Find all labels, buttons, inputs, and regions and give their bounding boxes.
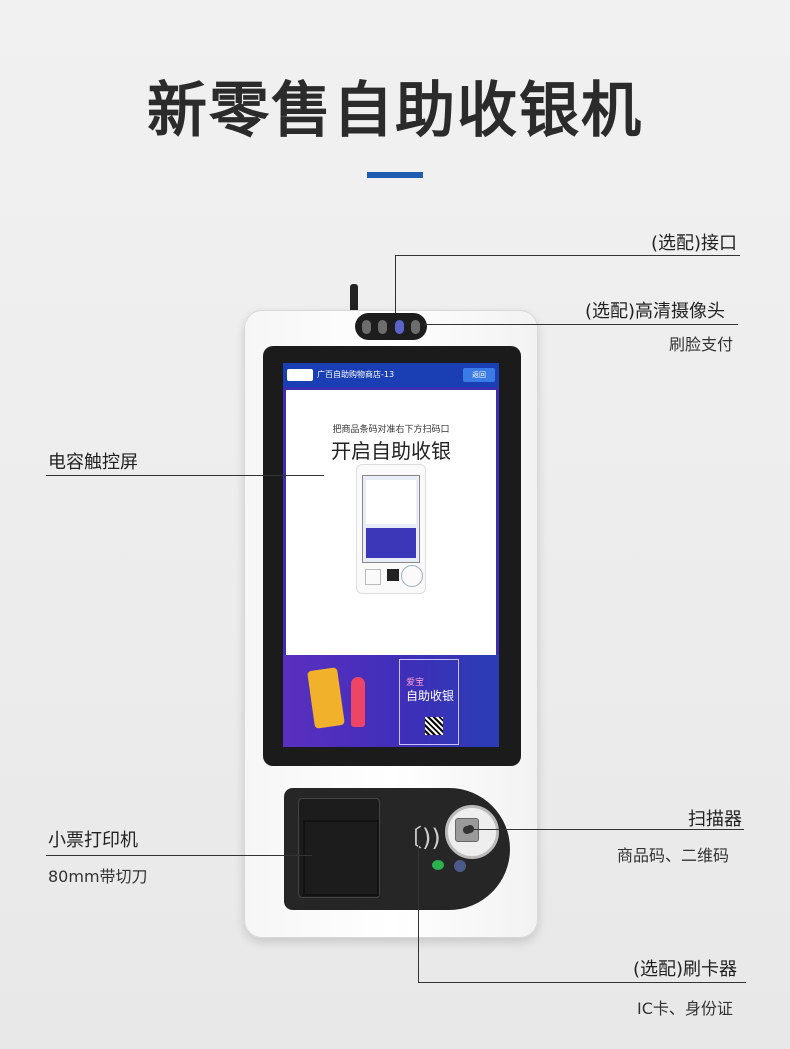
callout-interface: (选配)接口 xyxy=(651,233,738,254)
store-logo xyxy=(287,369,313,381)
callout-printer: 小票打印机 xyxy=(48,830,138,851)
callout-printer-detail: 80mm带切刀 xyxy=(48,867,148,886)
camera-lens-icon xyxy=(394,319,404,334)
person-illustration xyxy=(351,677,365,727)
camera-module xyxy=(355,313,427,340)
antenna xyxy=(350,284,358,314)
kiosk-illustration xyxy=(356,464,426,594)
callout-face-pay: 刷脸支付 xyxy=(669,335,734,354)
phone-illustration xyxy=(307,667,345,729)
qr-code-icon xyxy=(425,717,443,735)
page-title: 新零售自助收银机 xyxy=(147,76,643,146)
illustration-screen xyxy=(362,475,420,563)
kiosk-screen: 广百自助购物商店-13 返回 把商品条码对准右下方扫码口 开启自助收银 爱宝 自… xyxy=(283,363,499,747)
receipt-printer xyxy=(298,798,380,898)
screen-header: 广百自助购物商店-13 返回 xyxy=(283,363,499,387)
screen-headline: 开启自助收银 xyxy=(331,439,451,463)
ad-banner: 爱宝 自助收银 xyxy=(283,655,499,747)
screen-main: 把商品条码对准右下方扫码口 开启自助收银 xyxy=(286,390,496,655)
ad-tag: 爱宝 xyxy=(406,678,425,688)
back-button[interactable]: 返回 xyxy=(463,368,495,382)
camera-lens-icon xyxy=(410,319,420,334)
wechat-icon xyxy=(432,860,444,870)
callout-camera: (选配)高清摄像头 xyxy=(585,301,726,322)
callout-card-reader: (选配)刷卡器 xyxy=(633,959,738,980)
ad-title: 自助收银 xyxy=(406,689,455,703)
title-underline xyxy=(367,172,423,178)
callout-touchscreen: 电容触控屏 xyxy=(48,452,138,473)
store-name: 广百自助购物商店-13 xyxy=(317,370,395,379)
camera-lens-icon xyxy=(378,319,388,334)
camera-lens-icon xyxy=(362,319,372,334)
ad-box xyxy=(399,659,459,745)
scanner-indicator xyxy=(454,860,466,872)
callout-card-reader-detail: IC卡、身份证 xyxy=(637,999,733,1018)
callout-scanner: 扫描器 xyxy=(688,809,742,830)
scan-hint: 把商品条码对准右下方扫码口 xyxy=(332,425,450,435)
callout-scanner-detail: 商品码、二维码 xyxy=(617,846,730,865)
nfc-contactless-icon: 〔)) xyxy=(398,824,441,852)
printer-slot xyxy=(303,820,379,896)
